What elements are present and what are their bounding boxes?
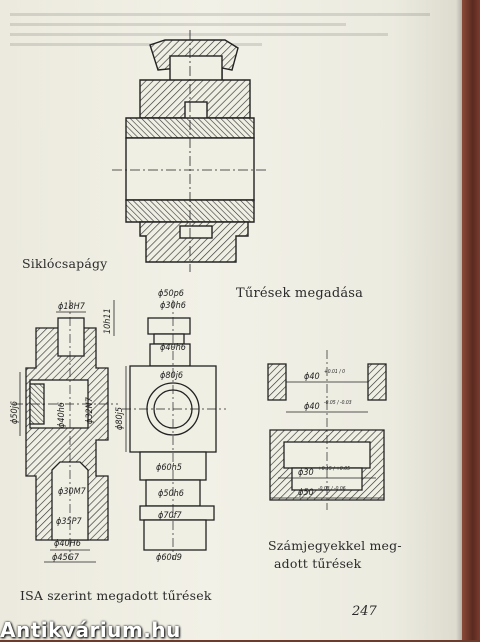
dim-num-4: ϕ50: [298, 488, 314, 498]
dim-num-3: ϕ30: [298, 468, 314, 478]
dim-shaft-8: ϕ70f7: [158, 511, 182, 521]
shaft-drawing: ϕ50p6 ϕ30h6 ϕ40h6 ϕ80j6 ϕ80j5 ϕ60h5 ϕ50h…: [115, 289, 226, 563]
numeric-tolerance-drawing: ϕ40 +0.01 / 0 ϕ40 -0.05 / -0.03 ϕ30 +0.1…: [267, 350, 387, 510]
dim-shaft-1: ϕ50p6: [158, 289, 184, 299]
page-number: 247: [352, 604, 377, 619]
dim-num-3-tol: +0.15 / +0.05: [318, 466, 350, 472]
bearing-drawing: [112, 30, 268, 272]
dim-isa-4: ϕ40h6: [57, 402, 67, 428]
book-spine: [462, 0, 480, 640]
watermark: Antikvárium.hu: [0, 618, 181, 642]
dim-isa-1: ϕ18H7: [58, 302, 86, 312]
dim-num-2-tol: -0.05 / -0.03: [324, 400, 352, 406]
dim-shaft-5: ϕ80j5: [115, 407, 125, 430]
caption-numeric-line2: adott tűrések: [274, 556, 362, 571]
dim-isa-3: ϕ50j6: [10, 401, 20, 424]
dim-isa-9: ϕ45G7: [52, 553, 80, 563]
dim-num-2: ϕ40: [304, 402, 320, 412]
dim-num-1-tol: +0.01 / 0: [324, 369, 345, 375]
dim-num-1: ϕ40: [304, 372, 320, 382]
dim-isa-7: ϕ35P7: [56, 517, 83, 527]
dim-isa-5: ϕ32N7: [85, 396, 95, 424]
caption-numeric-line1: Számjegyekkel meg-: [268, 538, 402, 553]
dim-shaft-6: ϕ60h5: [156, 463, 182, 473]
isa-hub-drawing: ϕ18H7 10h11 ϕ50j6 ϕ40h6 ϕ32N7 ϕ30M7 ϕ35P…: [10, 300, 118, 563]
dim-shaft-7: ϕ50h6: [158, 489, 184, 499]
show-through-text: [10, 6, 430, 76]
dim-shaft-3: ϕ40h6: [160, 343, 186, 353]
dim-isa-6: ϕ30M7: [58, 487, 87, 497]
dim-num-4-tol: -0.03 / -0.06: [318, 486, 346, 492]
dim-shaft-9: ϕ60d9: [156, 553, 182, 563]
dim-shaft-4: ϕ80j6: [160, 371, 183, 381]
dim-isa-8: ϕ40H6: [54, 539, 81, 549]
caption-tolerance-title: Tűrések megadása: [236, 286, 364, 301]
book-page: Siklócsapágy Tűrések megadása ϕ18H7 10h1…: [0, 0, 462, 640]
caption-isa: ISA szerint megadott tűrések: [20, 588, 212, 603]
dim-isa-2: 10h11: [103, 308, 113, 334]
dim-shaft-2: ϕ30h6: [160, 301, 186, 311]
caption-bearing: Siklócsapágy: [22, 256, 108, 271]
